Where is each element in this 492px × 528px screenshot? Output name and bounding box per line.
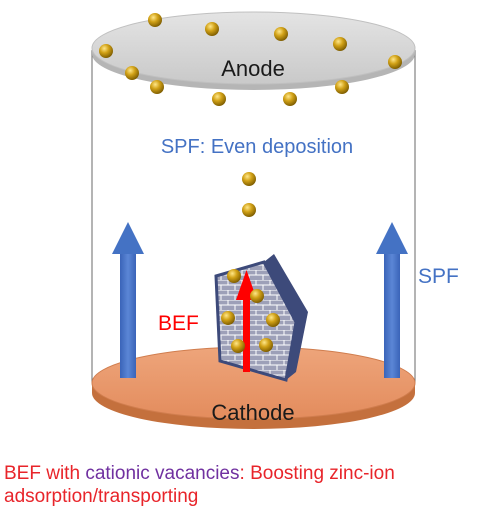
spf-arrow-left	[112, 222, 144, 378]
zinc-ion	[227, 269, 241, 283]
zinc-ion	[335, 80, 349, 94]
caption-line-2: adsorption/transporting	[4, 486, 199, 507]
zinc-ion	[333, 37, 347, 51]
spf-side-label: SPF	[418, 265, 459, 288]
zinc-ion	[148, 13, 162, 27]
zinc-ion	[388, 55, 402, 69]
zinc-ion	[242, 203, 256, 217]
spf-deposition-label: SPF: Even deposition	[161, 136, 353, 158]
zinc-ion	[266, 313, 280, 327]
zinc-ion	[250, 289, 264, 303]
zinc-ion	[242, 172, 256, 186]
zinc-ions	[99, 13, 402, 353]
zinc-ion	[259, 338, 273, 352]
anode-disk	[91, 11, 416, 90]
caption-part-cationic-vacancies: cationic vacancies	[85, 463, 240, 484]
zinc-ion	[205, 22, 219, 36]
zinc-ion	[99, 44, 113, 58]
bef-label: BEF	[158, 312, 199, 335]
spf-arrow-right	[376, 222, 408, 378]
cathode-label: Cathode	[211, 400, 294, 425]
anode-label: Anode	[221, 56, 285, 81]
zinc-ion	[231, 339, 245, 353]
caption-part-boosting: : Boosting zinc-ion	[239, 463, 395, 484]
zinc-ion	[274, 27, 288, 41]
zinc-ion	[212, 92, 226, 106]
zinc-ion	[283, 92, 297, 106]
caption-part-bef: BEF with	[4, 463, 86, 484]
zinc-ion	[125, 66, 139, 80]
zinc-ion	[150, 80, 164, 94]
zinc-ion	[221, 311, 235, 325]
figure-caption: BEF with cationic vacancies: Boosting zi…	[4, 462, 488, 508]
